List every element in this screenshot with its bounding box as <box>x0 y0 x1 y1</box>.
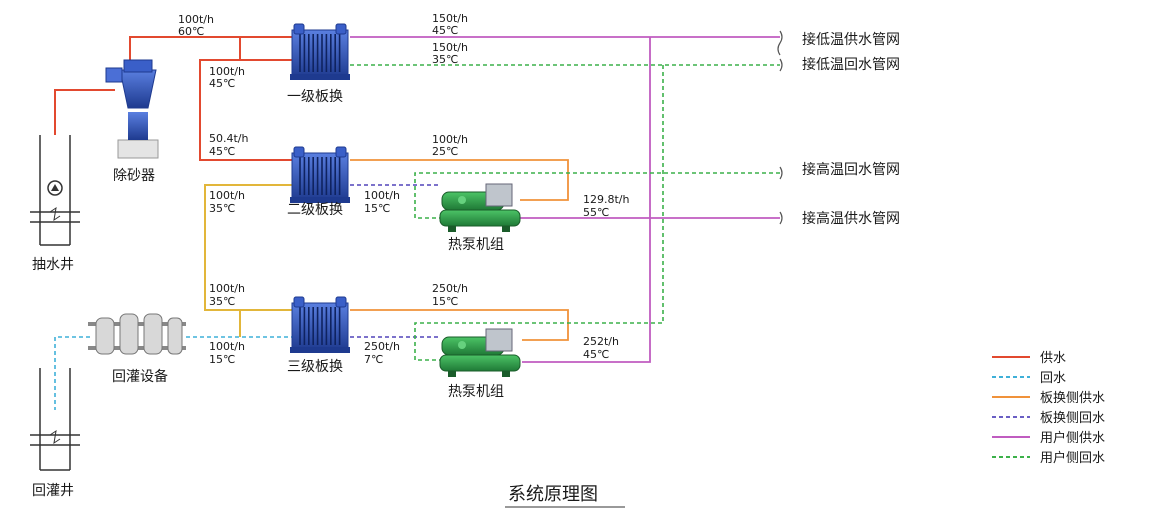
flow-f2-rate: 150t/h <box>432 12 468 25</box>
label-pumping-well: 抽水井 <box>32 257 74 273</box>
plate-heat-exchangers <box>290 23 350 353</box>
flow-f1-temp: 60℃ <box>178 25 204 38</box>
flow-f11-rate: 250t/h <box>432 282 468 295</box>
flow-f9-rate: 129.8t/h <box>583 193 630 206</box>
heat-pump-icon <box>439 328 521 377</box>
diagram-title: 系统原理图 <box>508 484 598 505</box>
pipe-return-to-well <box>54 336 295 410</box>
flow-f10-temp: 35℃ <box>209 295 235 308</box>
pumping-well <box>30 135 80 246</box>
legend-item-label: 供水 <box>1040 351 1066 366</box>
reinjection-equipment-icon <box>88 313 186 355</box>
heat-pump-units <box>439 183 521 377</box>
flow-f2-temp: 45℃ <box>432 24 458 37</box>
pipe-plate-side-return <box>350 184 440 338</box>
plate-heat-exchanger-icon <box>290 146 350 203</box>
flow-f12-temp: 15℃ <box>209 353 235 366</box>
flow-f12-rate: 100t/h <box>209 340 245 353</box>
legend-item-label: 板换侧回水 <box>1040 411 1105 426</box>
label-hx1: 一级板换 <box>287 88 343 105</box>
heat-pump-icon <box>439 183 521 232</box>
flow-f1-rate: 100t/h <box>178 13 214 26</box>
legend-swatches <box>992 356 1030 458</box>
plate-heat-exchanger-icon <box>290 23 350 80</box>
pipe-hx-intermediate <box>204 184 295 337</box>
label-hx2: 二级板换 <box>287 201 343 218</box>
flow-f3-rate: 150t/h <box>432 41 468 54</box>
flow-f8-rate: 100t/h <box>364 189 400 202</box>
outlet-low-supply: 接低温供水管网 <box>802 31 900 48</box>
flow-f4-rate: 100t/h <box>209 65 245 78</box>
flow-f11-temp: 15℃ <box>432 295 458 308</box>
equipment-labels: 除砂器 抽水井 回灌设备 回灌井 一级板换 二级板换 三级板换 热泵机组 热泵机… <box>32 88 504 499</box>
label-reinjection-equipment: 回灌设备 <box>112 368 168 385</box>
flow-f14-rate: 252t/h <box>583 335 619 348</box>
label-heat-pump-1: 热泵机组 <box>448 237 504 253</box>
pipe-plate-side-supply <box>350 159 569 341</box>
flow-f13-temp: 7℃ <box>364 353 383 366</box>
plate-heat-exchanger-icon <box>290 296 350 353</box>
outlet-high-return: 接高温回水管网 <box>802 161 900 178</box>
flow-f8-temp: 15℃ <box>364 202 390 215</box>
label-reinjection-well: 回灌井 <box>32 483 74 499</box>
outlet-labels: 接低温供水管网 接低温回水管网 接高温回水管网 接高温供水管网 <box>802 31 900 227</box>
flow-f7-rate: 100t/h <box>209 189 245 202</box>
outlet-high-supply: 接高温供水管网 <box>802 210 900 227</box>
pipe-user-side-supply <box>350 36 780 363</box>
flow-f6-rate: 100t/h <box>432 133 468 146</box>
flow-f5-rate: 50.4t/h <box>209 132 249 145</box>
legend-item-label: 回水 <box>1040 371 1066 386</box>
pipe-source-supply <box>54 36 295 161</box>
legend: 供水 回水 板换侧供水 板换侧回水 用户侧供水 用户侧回水 <box>1040 351 1105 466</box>
flow-f13-rate: 250t/h <box>364 340 400 353</box>
pump-icon <box>47 180 63 196</box>
flow-f7-temp: 35℃ <box>209 202 235 215</box>
flow-f4-temp: 45℃ <box>209 77 235 90</box>
flow-f9-temp: 55℃ <box>583 206 609 219</box>
flow-f5-temp: 45℃ <box>209 145 235 158</box>
label-heat-pump-2: 热泵机组 <box>448 384 504 400</box>
legend-item-label: 用户侧供水 <box>1040 430 1105 446</box>
flow-annotations: 100t/h 60℃ 150t/h 45℃ 150t/h 35℃ 100t/h … <box>178 12 630 366</box>
legend-item-label: 板换侧供水 <box>1040 391 1105 406</box>
flow-f14-temp: 45℃ <box>583 348 609 361</box>
flow-f3-temp: 35℃ <box>432 53 458 66</box>
reinjection-well <box>30 368 80 471</box>
label-desander: 除砂器 <box>113 168 155 184</box>
pipe-break-marks <box>777 30 783 225</box>
flow-f10-rate: 100t/h <box>209 282 245 295</box>
label-hx3: 三级板换 <box>287 358 343 375</box>
flow-f6-temp: 25℃ <box>432 145 458 158</box>
outlet-low-return: 接低温回水管网 <box>802 56 900 73</box>
desander-icon <box>105 59 159 159</box>
pipe-user-side-return <box>350 64 780 361</box>
legend-item-label: 用户侧回水 <box>1040 450 1105 466</box>
